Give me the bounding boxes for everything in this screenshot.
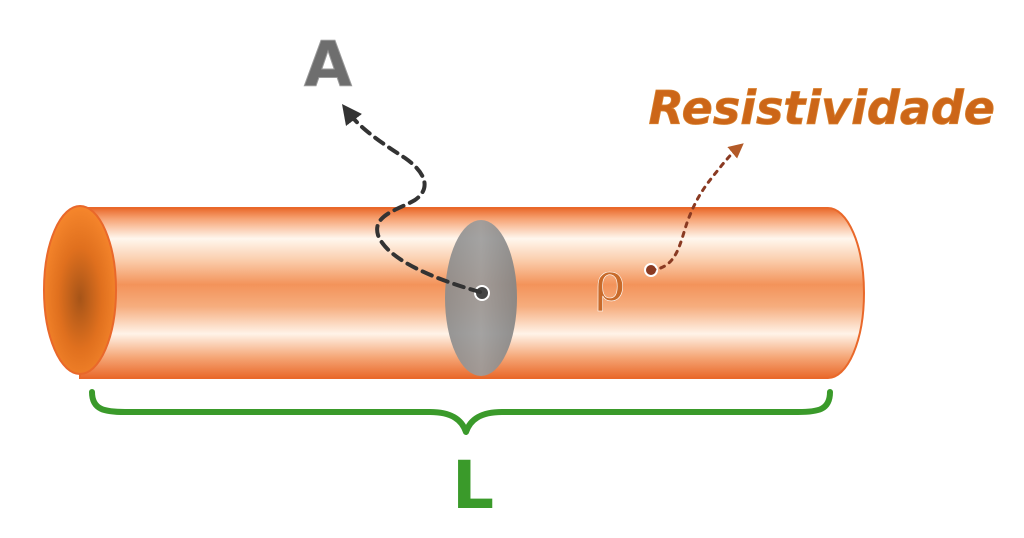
area-pointer-icon (341, 104, 482, 294)
length-label: L (452, 447, 494, 524)
wire-end-cap (43, 205, 117, 375)
resistivity-label: Resistividade (649, 81, 995, 135)
rho-label: ρ (595, 253, 626, 313)
length-brace (89, 389, 833, 435)
area-label: A (304, 28, 352, 101)
resistivity-pointer-icon (649, 143, 744, 272)
